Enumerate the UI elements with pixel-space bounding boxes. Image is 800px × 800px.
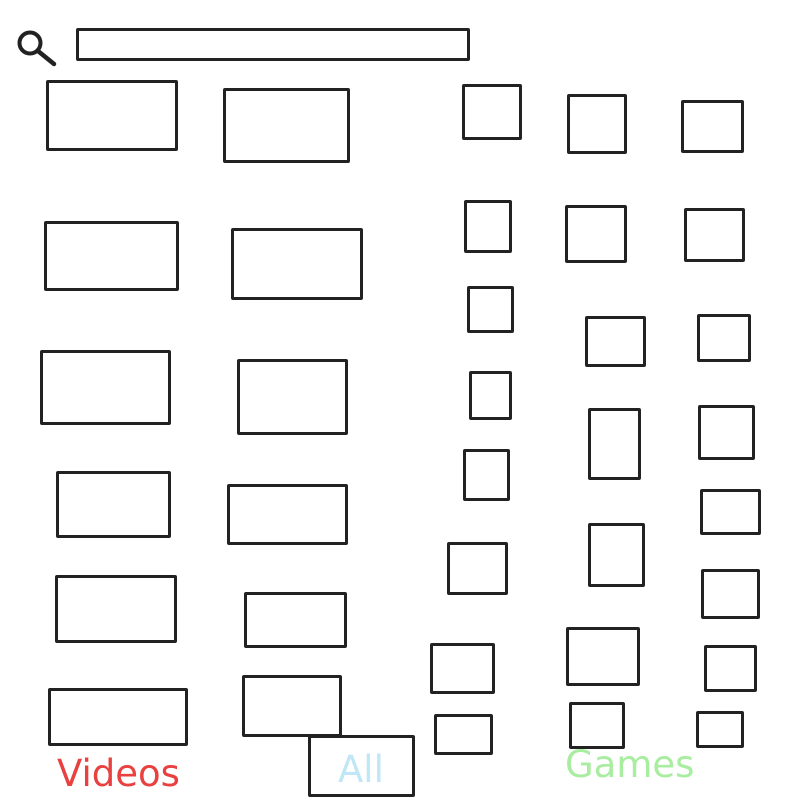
game-tile[interactable] [464,200,512,253]
game-tile[interactable] [569,702,625,749]
video-thumbnail[interactable] [231,228,363,300]
tab-games[interactable]: Games [565,743,695,786]
game-tile[interactable] [566,627,640,686]
game-tile[interactable] [701,569,760,619]
game-tile[interactable] [585,316,646,367]
game-tile[interactable] [588,523,645,587]
game-tile[interactable] [696,711,744,748]
video-thumbnail[interactable] [55,575,177,643]
game-tile[interactable] [588,408,641,480]
video-thumbnail[interactable] [44,221,179,291]
search-icon[interactable] [14,28,58,68]
video-thumbnail[interactable] [242,675,342,737]
game-tile[interactable] [434,714,493,755]
video-thumbnail[interactable] [237,359,348,435]
game-tile[interactable] [700,489,761,535]
game-tile[interactable] [681,100,744,153]
tab-all[interactable]: All [338,748,384,791]
video-thumbnail[interactable] [46,80,178,151]
game-tile[interactable] [697,314,751,362]
video-thumbnail[interactable] [48,688,188,746]
video-thumbnail[interactable] [40,350,171,425]
tab-videos[interactable]: Videos [57,752,180,795]
game-tile[interactable] [684,208,745,262]
game-tile[interactable] [462,84,522,140]
game-tile[interactable] [467,286,514,333]
game-tile[interactable] [567,94,627,154]
video-thumbnail[interactable] [244,592,347,648]
game-tile[interactable] [447,542,508,595]
video-thumbnail[interactable] [227,484,348,545]
video-thumbnail[interactable] [223,88,350,163]
video-thumbnail[interactable] [56,471,171,538]
game-tile[interactable] [463,449,510,501]
game-tile[interactable] [698,405,755,460]
game-tile[interactable] [704,645,757,692]
game-tile[interactable] [430,643,495,694]
tab-all-button[interactable] [308,735,415,797]
game-tile[interactable] [469,371,512,420]
search-input[interactable] [76,28,470,61]
game-tile[interactable] [565,205,627,263]
